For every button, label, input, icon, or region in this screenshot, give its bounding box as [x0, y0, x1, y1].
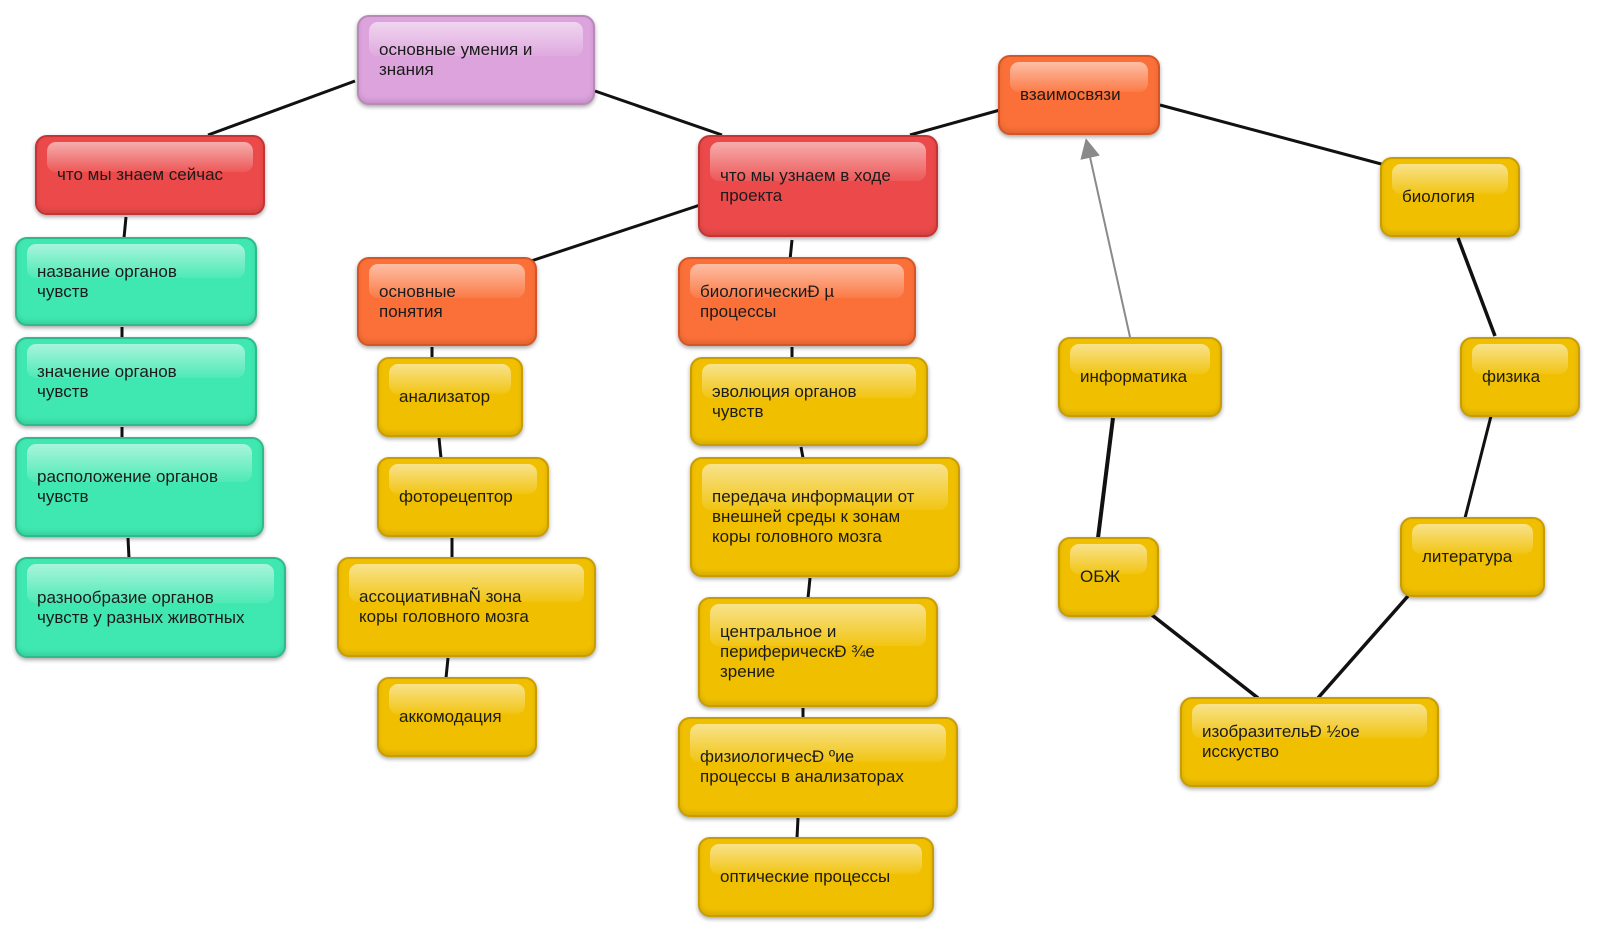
node-learn-project-label: что мы узнаем в ходе проекта	[720, 166, 891, 205]
node-obzh-label: ОБЖ	[1080, 567, 1121, 586]
node-relations-label: взаимосвязи	[1020, 85, 1121, 104]
node-basic-concepts-label: основные понятия	[379, 281, 456, 321]
node-accommodation[interactable]: аккомодация	[377, 677, 537, 757]
link-assoc-accom	[444, 657, 450, 679]
link-biology-physics	[1456, 237, 1497, 337]
node-basic-concepts[interactable]: основные понятия	[357, 257, 537, 346]
node-physics[interactable]: физика	[1460, 337, 1580, 417]
link-learn-bio	[788, 239, 794, 261]
node-assoc-zone-label: ассоциативнаÑ зона коры головного мозга	[359, 587, 529, 626]
node-info-transfer-label: передача информации от внешней среды к з…	[712, 487, 915, 546]
node-optical[interactable]: оптические процессы	[698, 837, 934, 917]
link-literature-art	[1316, 594, 1410, 700]
node-learn-project[interactable]: что мы узнаем в ходе проекта	[698, 135, 938, 237]
node-evolution-label: эволюция органов чувств	[712, 381, 857, 421]
link-informatics-relations-arrow	[1080, 138, 1131, 338]
node-physio-processes[interactable]: физиологичесÐ ºие процессы в анализатора…	[678, 717, 958, 817]
node-known-now-label: что мы знаем сейчас	[57, 165, 224, 184]
node-organ-location-label: расположение органов чувств	[37, 467, 219, 506]
link-analyzer-photo	[437, 437, 443, 459]
link-root-learn	[594, 89, 723, 137]
link-physio-optical	[795, 817, 800, 839]
node-photoreceptor[interactable]: фоторецептор	[377, 457, 549, 537]
node-physics-label: физика	[1482, 367, 1541, 386]
node-known-now[interactable]: что мы знаем сейчас	[35, 135, 265, 215]
link-obzh-art	[1150, 613, 1260, 700]
node-fine-art[interactable]: изобразительÐ ½ое исскуство	[1180, 697, 1439, 787]
node-assoc-zone[interactable]: ассоциативнаÑ зона коры головного мозга	[337, 557, 596, 657]
node-photoreceptor-label: фоторецептор	[399, 487, 513, 506]
node-organ-diversity[interactable]: разнообразие органов чувств у разных жив…	[15, 557, 286, 658]
link-learn-concepts	[527, 203, 701, 264]
node-organ-names[interactable]: название органов чувств	[15, 237, 257, 326]
node-analyzer[interactable]: анализатор	[377, 357, 523, 437]
node-organ-meaning-label: значение органов чувств	[37, 361, 177, 401]
node-biology-label: биология	[1402, 187, 1475, 206]
node-organ-diversity-label: разнообразие органов чувств у разных жив…	[37, 587, 245, 627]
node-analyzer-label: анализатор	[399, 387, 491, 406]
node-organ-meaning[interactable]: значение органов чувств	[15, 337, 257, 426]
node-informatics-label: информатика	[1080, 367, 1188, 386]
node-optical-label: оптические процессы	[720, 867, 891, 886]
node-info-transfer[interactable]: передача информации от внешней среды к з…	[690, 457, 960, 577]
node-fine-art-label: изобразительÐ ½ое исскуство	[1202, 722, 1360, 761]
link-known-names	[122, 216, 128, 239]
node-biology[interactable]: биология	[1380, 157, 1520, 237]
link-evolution-transfer	[799, 446, 805, 459]
node-literature[interactable]: литература	[1400, 517, 1545, 597]
node-bio-processes[interactable]: биологическиÐ µ процессы	[678, 257, 916, 346]
link-physics-literature	[1463, 415, 1493, 519]
node-obzh[interactable]: ОБЖ	[1058, 537, 1159, 617]
node-literature-label: литература	[1422, 547, 1513, 566]
node-accommodation-label: аккомодация	[399, 707, 502, 726]
node-central-vision-label: центральное и периферическÐ ¾е зрение	[720, 622, 875, 681]
link-root-known	[207, 79, 356, 137]
link-relations-biology	[1159, 103, 1386, 167]
link-learn-relations	[909, 108, 1001, 137]
node-evolution[interactable]: эволюция органов чувств	[690, 357, 928, 446]
node-informatics[interactable]: информатика	[1058, 337, 1222, 417]
link-transfer-central	[806, 577, 812, 599]
node-organ-location[interactable]: расположение органов чувств	[15, 437, 264, 537]
node-organ-names-label: название органов чувств	[37, 261, 177, 301]
node-central-vision[interactable]: центральное и периферическÐ ¾е зрение	[698, 597, 938, 707]
node-physio-processes-label: физиологичесÐ ºие процессы в анализатора…	[700, 747, 904, 786]
node-root-label: основные умения и знания	[379, 40, 533, 79]
node-bio-processes-label: биологическиÐ µ процессы	[700, 281, 835, 321]
link-informatics-obzh	[1096, 417, 1115, 539]
link-location-diversity	[126, 537, 131, 559]
node-root[interactable]: основные умения и знания	[357, 15, 595, 105]
node-relations[interactable]: взаимосвязи	[998, 55, 1160, 135]
